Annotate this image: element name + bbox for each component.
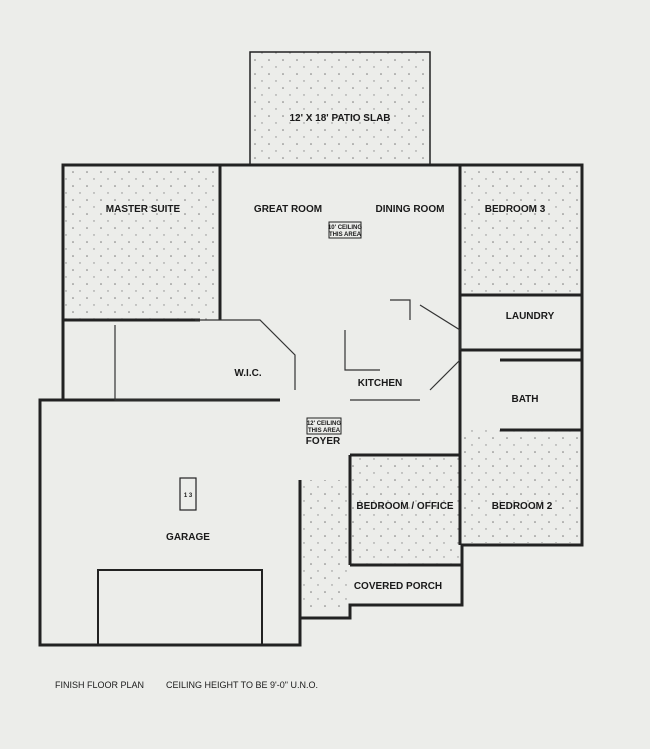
footer-ceiling-note: CEILING HEIGHT TO BE 9'-0" U.N.O. — [166, 680, 318, 690]
label-great-room: GREAT ROOM — [254, 204, 322, 215]
patio-slab — [249, 51, 431, 166]
label-garage: GARAGE — [166, 532, 210, 543]
label-bedroom-office: BEDROOM / OFFICE — [356, 501, 454, 512]
walls — [38, 163, 584, 647]
ceiling-note-10-box — [328, 221, 362, 239]
label-bath: BATH — [511, 394, 538, 405]
label-foyer: FOYER — [306, 436, 341, 447]
ceiling-note-12-line1: 12' CEILING — [307, 421, 341, 427]
ceiling-note-10-line2: THIS AREA — [329, 232, 362, 238]
master-suite-area — [65, 167, 220, 320]
ceiling-note-10-line1: 10' CEILING — [328, 225, 362, 231]
label-kitchen: KITCHEN — [358, 378, 402, 389]
label-wic: W.I.C. — [234, 368, 261, 379]
label-master-suite: MASTER SUITE — [106, 204, 181, 215]
garage-mark-box — [179, 477, 197, 511]
label-laundry: LAUNDRY — [506, 311, 555, 322]
bedroom-office-area — [352, 455, 460, 565]
label-bedroom3: BEDROOM 3 — [485, 204, 546, 215]
garage-mark: 1 3 — [184, 493, 193, 499]
ceiling-note-12-box — [306, 417, 342, 435]
bedroom2-area — [462, 430, 580, 543]
foyer-porch-area — [302, 480, 350, 610]
bedroom3-area — [462, 167, 580, 295]
label-bedroom2: BEDROOM 2 — [492, 501, 553, 512]
label-covered-porch: COVERED PORCH — [354, 581, 442, 592]
ceiling-note-12-line2: THIS AREA — [308, 428, 341, 434]
label-dining-room: DINING ROOM — [376, 204, 445, 215]
label-patio: 12' X 18' PATIO SLAB — [289, 113, 390, 124]
garage-door — [97, 569, 263, 646]
footer-title: FINISH FLOOR PLAN — [55, 680, 144, 690]
